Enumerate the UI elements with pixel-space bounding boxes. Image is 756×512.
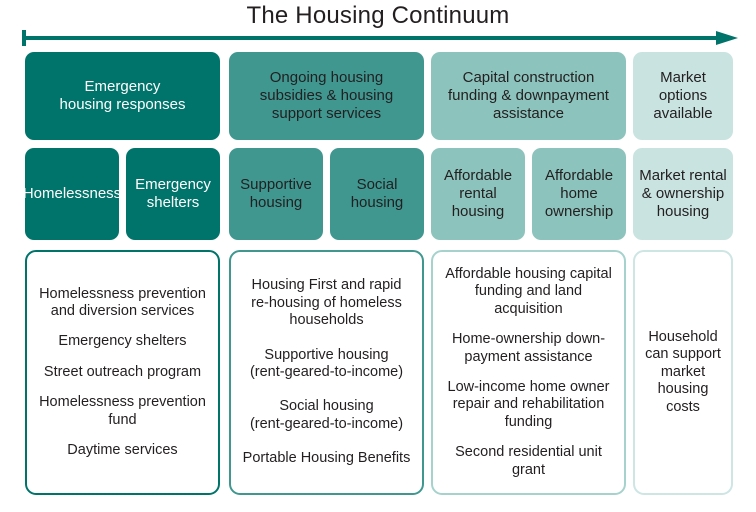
subcategory-box-social-housing[interactable]: Social housing [330,148,424,240]
category-label: Capital construction funding & downpayme… [448,69,609,122]
subcategory-label: Emergency shelters [135,176,211,211]
subcategory-label: Homelessness [22,185,122,203]
subcategory-box-homelessness[interactable]: Homelessness [22,148,122,240]
category-box-emergency-housing-responses[interactable]: Emergency housing responses [25,52,220,140]
subcategory-box-emergency-shelters[interactable]: Emergency shelters [126,148,220,240]
category-box-capital-construction-funding[interactable]: Capital construction funding & downpayme… [431,52,626,140]
list-item: Daytime services [67,441,178,458]
subcategory-box-affordable-home-ownership[interactable]: Affordable home ownership [532,148,626,240]
category-box-ongoing-housing-subsidies[interactable]: Ongoing housing subsidies & housing supp… [229,52,424,140]
list-item: Housing First and rapid re-housing of ho… [251,277,402,329]
list-item: Homelessness prevention and diversion se… [39,285,206,320]
category-label: Emergency housing responses [59,78,186,113]
list-item: Homelessness prevention fund [39,394,206,428]
list-item: Portable Housing Benefits [242,450,411,467]
detail-panel-ongoing-housing-subsidies[interactable]: Housing First and rapid re-housing of ho… [229,250,424,495]
subcategory-label: Market rental & ownership housing [639,167,727,220]
category-box-market-options-available[interactable]: Market options available [633,52,733,140]
subcategory-label: Affordable home ownership [544,167,614,220]
list-item: Household can support market housing cos… [645,329,721,415]
list-item: Affordable housing capital funding and l… [445,266,612,317]
list-item: Street outreach program [43,363,202,380]
page-title: The Housing Continuum [246,2,510,29]
subcategory-box-affordable-rental-housing[interactable]: Affordable rental housing [431,148,525,240]
subcategory-label: Affordable rental housing [443,167,513,220]
list-item: Home-ownership down- payment assistance [451,331,606,365]
subcategory-label: Social housing [350,176,404,211]
continuum-arrow [22,28,738,48]
detail-panel-capital-construction-funding[interactable]: Affordable housing capital funding and l… [431,250,626,495]
subcategory-box-market-rental-ownership-housing[interactable]: Market rental & ownership housing [633,148,733,240]
list-item: Supportive housing (rent-geared-to-incom… [249,346,404,380]
category-label: Market options available [653,69,713,122]
list-item: Social housing (rent-geared-to-income) [249,398,404,432]
detail-panel-market-options-available[interactable]: Household can support market housing cos… [633,250,733,495]
list-item: Emergency shelters [58,333,187,350]
subcategory-box-supportive-housing[interactable]: Supportive housing [229,148,323,240]
list-item: Low-income home owner repair and rehabil… [447,379,610,430]
subcategory-label: Supportive housing [240,176,312,211]
list-item: Second residential unit grant [455,444,602,478]
category-label: Ongoing housing subsidies & housing supp… [259,69,394,122]
detail-panel-emergency-housing-responses[interactable]: Homelessness prevention and diversion se… [25,250,220,495]
